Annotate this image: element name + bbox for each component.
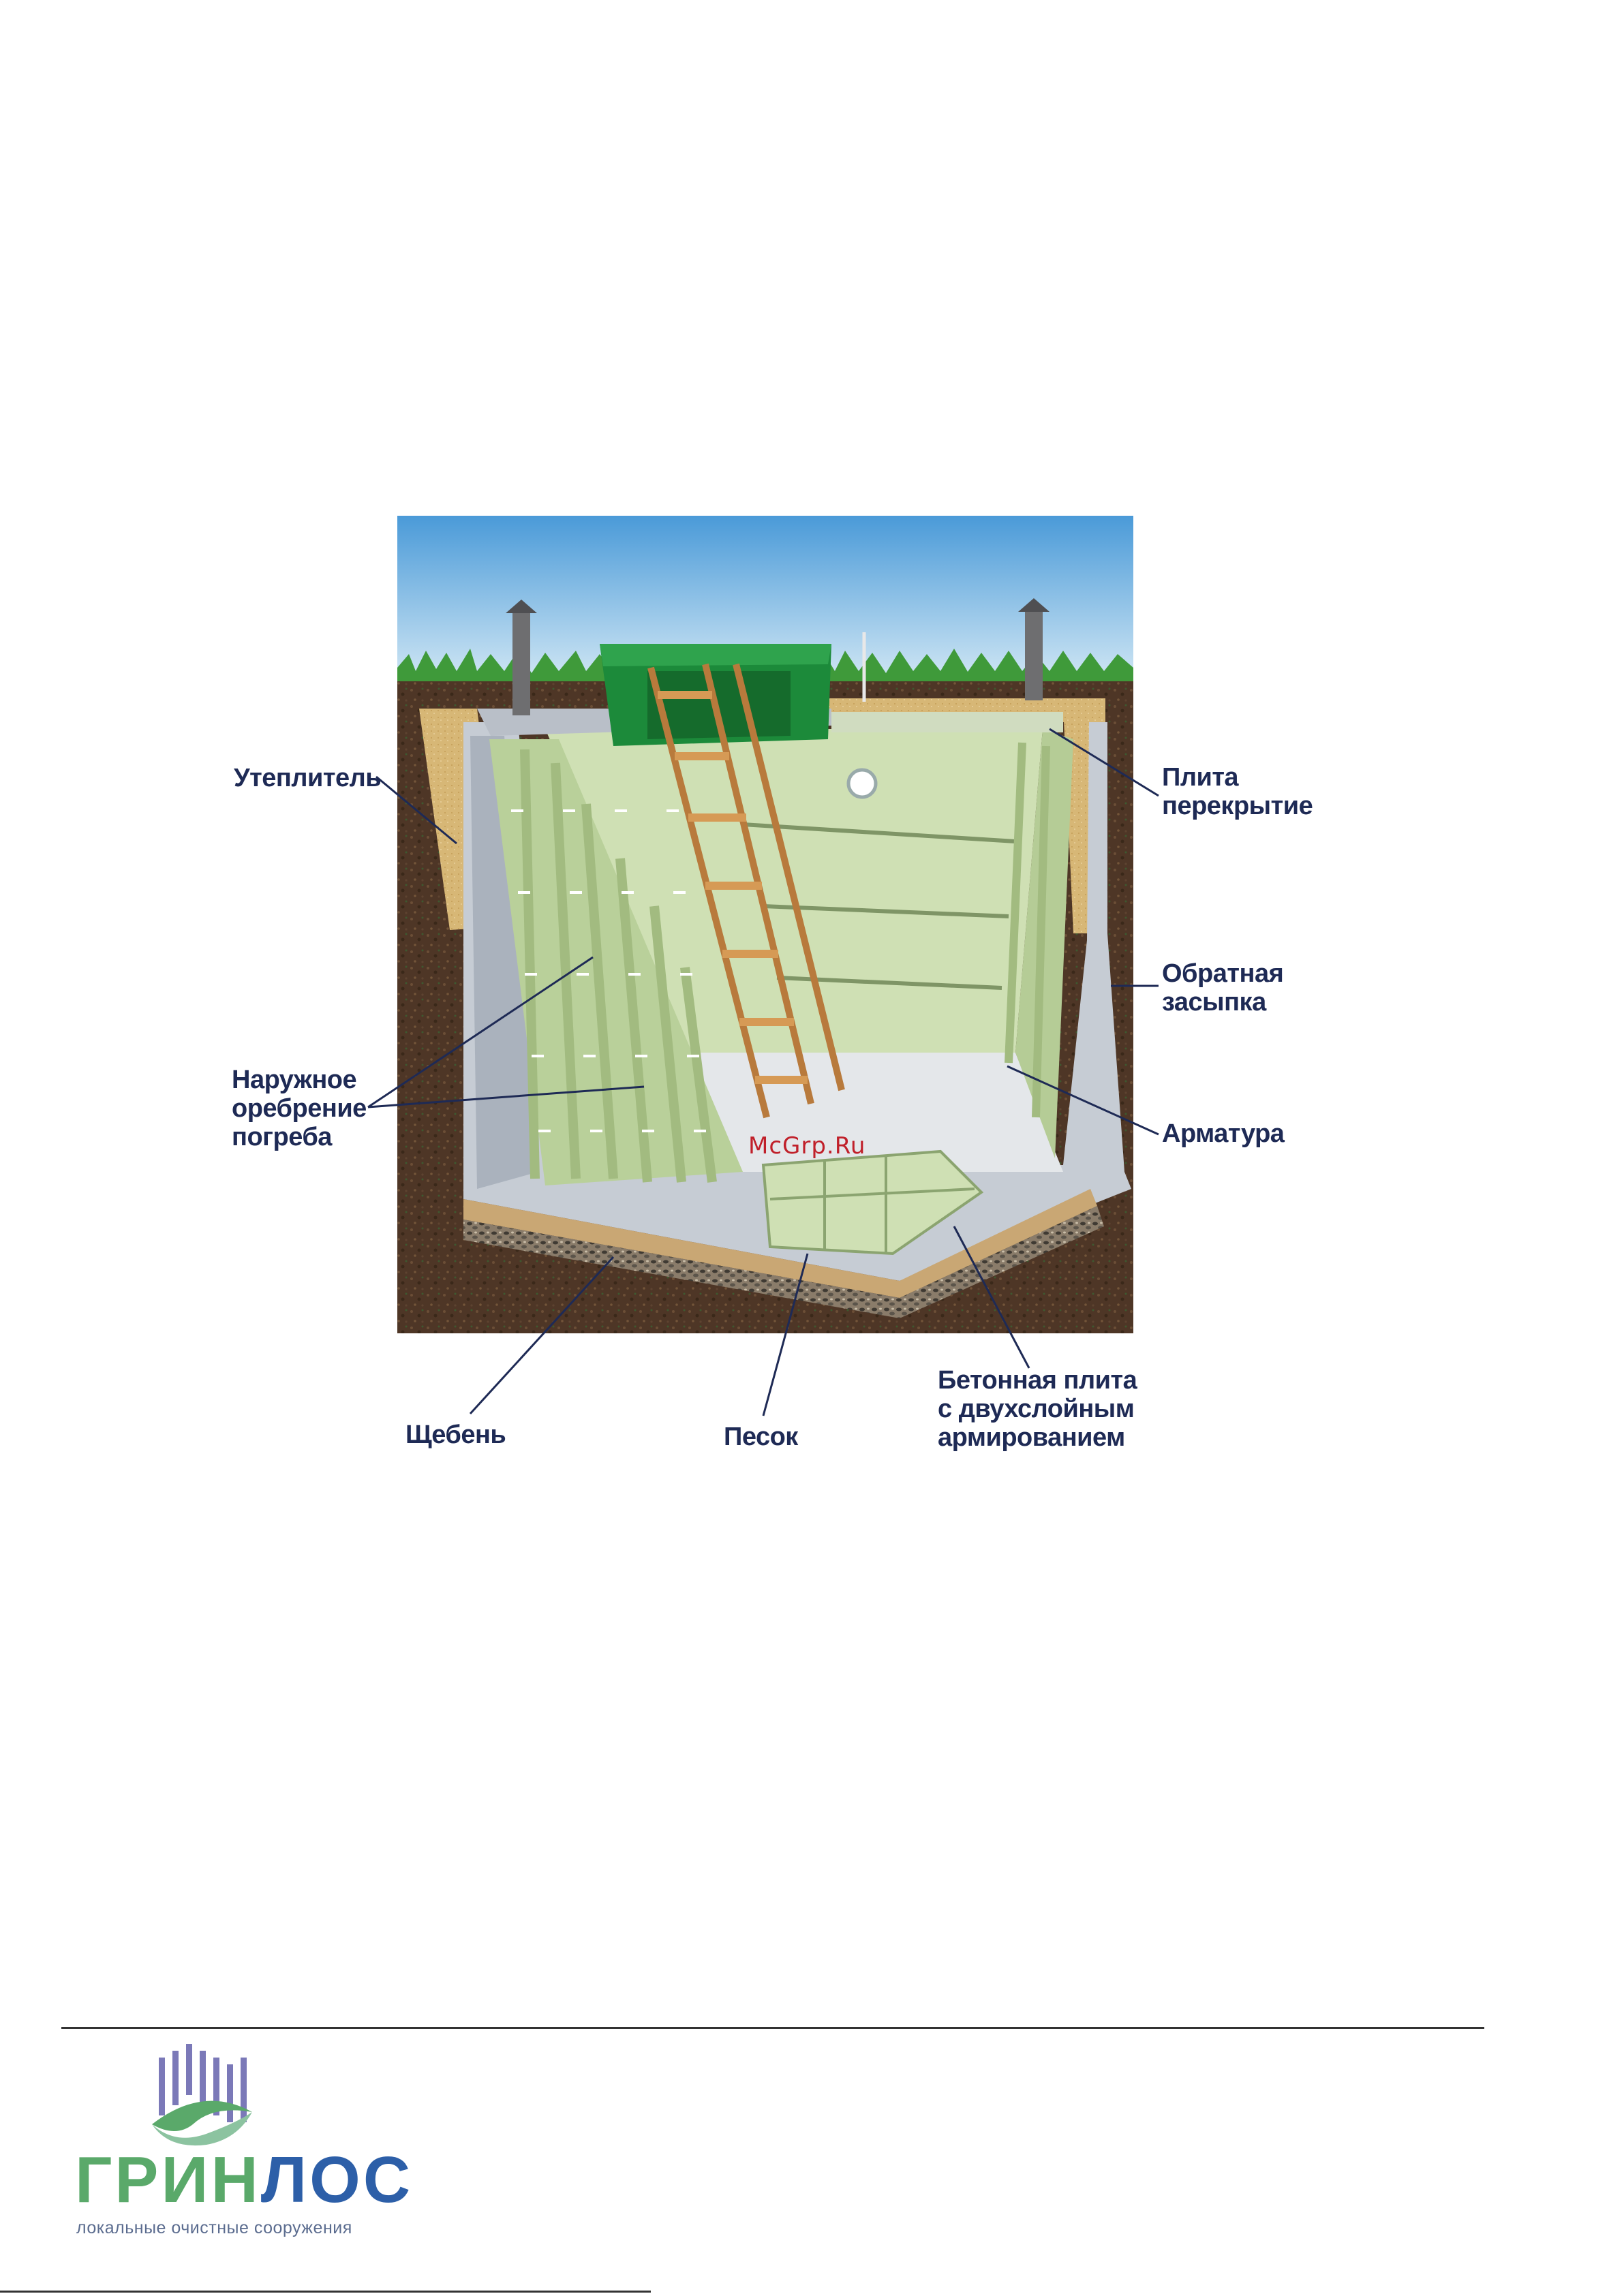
label-ribbing: Наружное оребрение погреба bbox=[232, 1066, 367, 1151]
brand-name-part1: ГРИН bbox=[75, 2143, 261, 2216]
bottom-divider bbox=[0, 2291, 651, 2293]
label-backfill: Обратная засыпка bbox=[1162, 959, 1283, 1017]
label-sand: Песок bbox=[724, 1423, 798, 1451]
lamp bbox=[848, 770, 876, 797]
cellar-floor bbox=[688, 1053, 1063, 1172]
brand-name-part2: ЛОС bbox=[261, 2143, 413, 2216]
label-gravel: Щебень bbox=[405, 1421, 506, 1449]
brand-name: ГРИНЛОС bbox=[75, 2146, 413, 2214]
cross-section-illustration bbox=[397, 516, 1133, 1333]
label-rebar: Арматура bbox=[1162, 1119, 1284, 1148]
footer-divider bbox=[61, 2027, 1484, 2029]
label-insulation: Утеплитель bbox=[234, 764, 381, 792]
watermark: McGrp.Ru bbox=[748, 1132, 865, 1160]
label-slab-top: Плита перекрытие bbox=[1162, 763, 1313, 820]
brand-tagline: локальные очистные сооружения bbox=[76, 2218, 352, 2238]
label-base-slab: Бетонная плита с двухслойным армирование… bbox=[938, 1366, 1137, 1452]
